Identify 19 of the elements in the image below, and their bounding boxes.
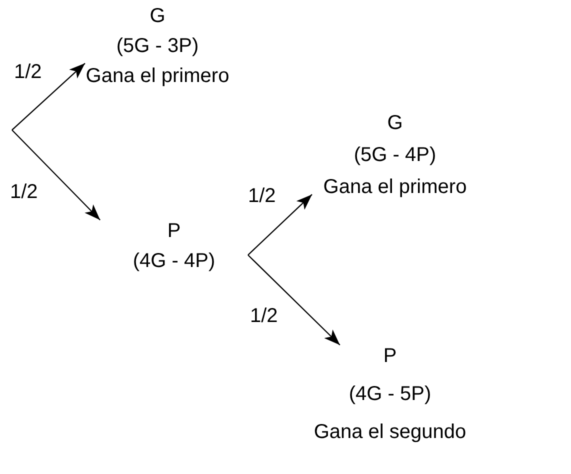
edge-label: 1/2 [10, 182, 38, 202]
node-text: P [383, 345, 397, 367]
node-text: G [387, 112, 403, 134]
arrow [12, 130, 101, 220]
edge-label: 1/2 [14, 62, 42, 82]
node-text: G [150, 5, 166, 27]
node-text: (4G - 4P) [132, 250, 216, 272]
arrow [12, 62, 86, 130]
edge-label: 1/2 [248, 186, 276, 206]
arrow [248, 194, 312, 256]
node-text: Gana el primero [323, 176, 467, 198]
arrow [248, 254, 340, 346]
node-text: Gana el primero [86, 65, 230, 87]
node-text: (4G - 5P) [348, 383, 432, 405]
node-text: (5G - 3P) [116, 35, 199, 57]
node-text: Gana el segundo [314, 421, 466, 443]
edge-label: 1/2 [250, 306, 278, 326]
node-text: (5G - 4P) [354, 144, 436, 166]
node-text: P [167, 220, 181, 242]
